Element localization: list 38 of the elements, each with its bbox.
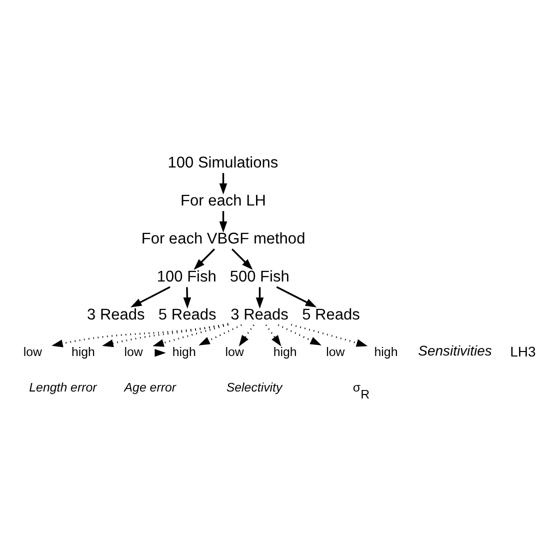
arrow (232, 248, 253, 270)
arrow (219, 172, 228, 194)
arrow (256, 286, 264, 308)
arrow (219, 210, 228, 232)
arrow (194, 248, 216, 270)
arrow (238, 324, 254, 346)
arrow (52, 322, 228, 347)
label: Age error (124, 380, 176, 394)
arrow (278, 324, 322, 345)
node-text: 5 Reads (158, 306, 216, 323)
node-text: high (172, 344, 196, 358)
node-text: low (225, 344, 244, 358)
node-text: 500 Fish (230, 268, 290, 285)
node-text: low (23, 344, 42, 358)
node-text: low (326, 344, 345, 358)
arrow (183, 286, 192, 308)
node-text: 3 Reads (87, 306, 145, 323)
node-text: For each VBGF method (141, 230, 306, 247)
arrow (102, 322, 228, 347)
label: LH3 (510, 342, 536, 359)
node-text: 5 Reads (302, 306, 360, 323)
arrow (130, 286, 170, 307)
node-text: high (374, 344, 398, 358)
arrow (198, 324, 242, 345)
node-text: high (273, 344, 297, 358)
node-text: 100 Fish (156, 268, 216, 285)
arrow (152, 323, 229, 346)
node-text: 3 Reads (230, 306, 288, 323)
node-text: 100 Simulations (168, 154, 278, 171)
arrow (291, 323, 368, 346)
node-text: high (71, 344, 95, 358)
node-text: low (124, 344, 143, 358)
label: Length error (29, 380, 97, 394)
label: Sensitivities (418, 342, 492, 358)
label: Selectivity (226, 380, 282, 394)
arrow (276, 286, 317, 307)
arrow (265, 324, 282, 346)
node-text: For each LH (180, 192, 266, 209)
